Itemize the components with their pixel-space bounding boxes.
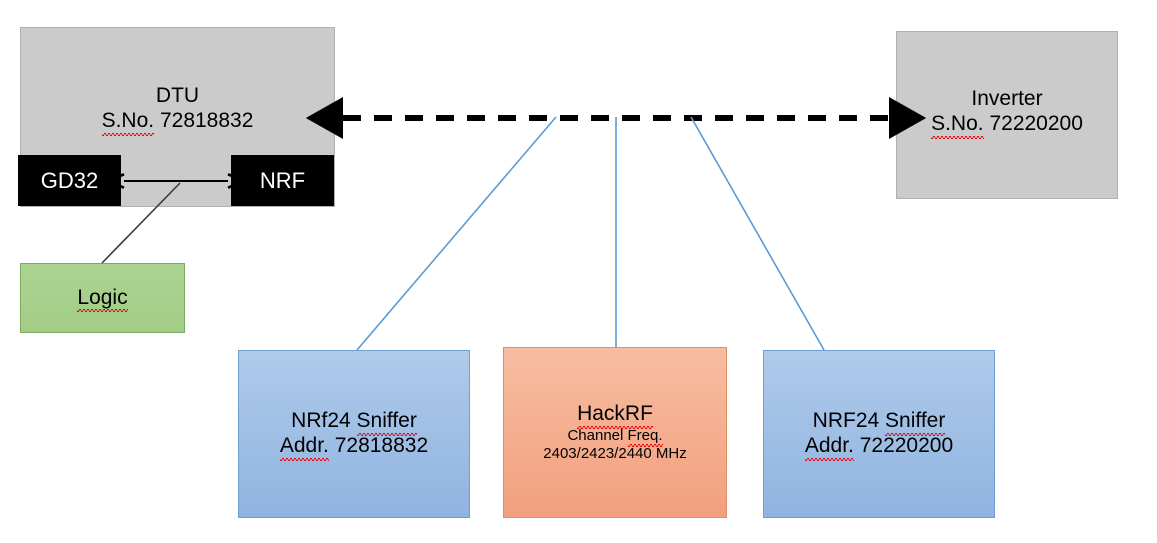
inverter-serial: S.No. 72220200	[897, 111, 1117, 139]
sniffer-right-line1-sniffer: Sniffer	[885, 409, 946, 436]
sniffer-left-addr-number: 72818832	[328, 434, 429, 457]
dtu-serial-prefix: S.No.	[101, 108, 155, 136]
sniffer-left-addr-prefix: Addr.	[279, 434, 329, 461]
nrf-label: NRF	[259, 167, 306, 193]
inverter-title: Inverter	[971, 87, 1043, 110]
hackrf-channel-label: Channel Freq.	[567, 427, 663, 447]
hackrf-channel-freq-word: Freq.	[627, 427, 663, 447]
sniffer-left-line1-sniffer: Sniffer	[356, 409, 418, 436]
sniffer-left-line1: NRf24 Sniffer	[291, 409, 418, 436]
inverter-serial-number: 72220200	[983, 111, 1083, 135]
node-nrf[interactable]: NRF	[231, 155, 334, 206]
inverter-label-stack: Inverter S.No. 72220200	[897, 87, 1117, 139]
gd32-label: GD32	[40, 167, 99, 193]
sniffer-right-addr-number: 72220200	[853, 434, 954, 457]
logic-label-text: Logic	[77, 285, 128, 313]
sniffer-right-line1: NRF24 Sniffer	[812, 409, 946, 436]
inverter-serial-prefix: S.No.	[931, 111, 984, 139]
dtu-label-stack: DTU S.No. 72818832	[21, 84, 334, 136]
node-gd32[interactable]: GD32	[18, 155, 121, 206]
hackrf-channel-values: 2403/2423/2440 MHz	[543, 444, 687, 462]
hackrf-title: HackRF	[577, 402, 653, 429]
logic-label: Logic	[77, 285, 128, 313]
node-logic[interactable]: Logic	[20, 263, 185, 333]
dtu-serial: S.No. 72818832	[21, 108, 334, 136]
connector-tap-sniffer-right	[690, 116, 825, 351]
dtu-title: DTU	[155, 84, 200, 107]
node-sniffer-left[interactable]: NRf24 Sniffer Addr. 72818832	[238, 350, 470, 518]
connector-tap-sniffer-left	[356, 116, 557, 351]
sniffer-right-addr-prefix: Addr.	[804, 434, 854, 461]
node-sniffer-right[interactable]: NRF24 Sniffer Addr. 72220200	[763, 350, 995, 518]
sniffer-right-line2: Addr. 72220200	[804, 434, 954, 461]
dtu-serial-number: 72818832	[154, 108, 254, 132]
hackrf-title-text: HackRF	[577, 402, 653, 429]
sniffer-left-line2: Addr. 72818832	[279, 434, 429, 461]
node-inverter[interactable]: Inverter S.No. 72220200	[896, 31, 1118, 199]
node-hackrf[interactable]: HackRF Channel Freq. 2403/2423/2440 MHz	[503, 347, 727, 518]
